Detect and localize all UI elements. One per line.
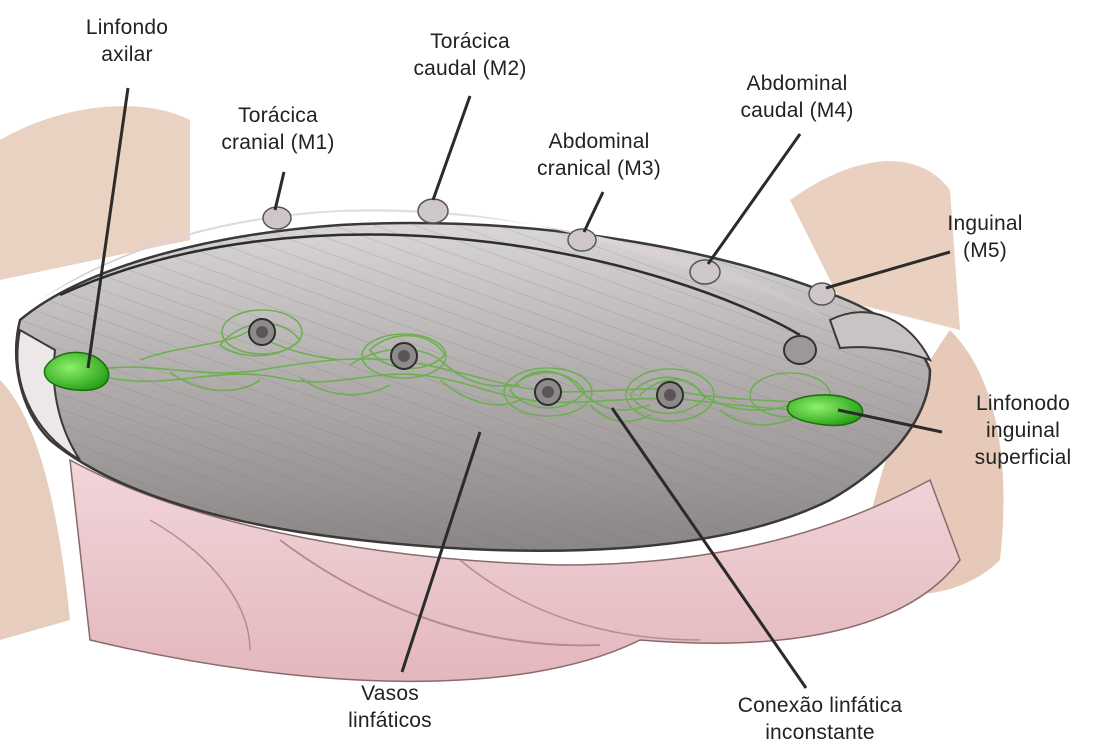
label-m4-line-1: Abdominal bbox=[712, 70, 882, 97]
label-lymph-vessels-line-1: Vasos bbox=[320, 680, 460, 707]
label-m3: Abdominal cranical (M3) bbox=[514, 128, 684, 182]
label-m4: Abdominal caudal (M4) bbox=[712, 70, 882, 124]
teat-m1 bbox=[263, 207, 291, 229]
label-axillary-line-2: axilar bbox=[62, 41, 192, 68]
label-m5-line-2: (M5) bbox=[930, 237, 1040, 264]
label-m5-line-1: Inguinal bbox=[930, 210, 1040, 237]
label-axillary-lymph-node: Linfondo axilar bbox=[62, 14, 192, 68]
label-m2-line-1: Torácica bbox=[390, 28, 550, 55]
label-m3-line-2: cranical (M3) bbox=[514, 155, 684, 182]
label-lymph-vessels-line-2: linfáticos bbox=[320, 707, 460, 734]
label-m2-line-2: caudal (M2) bbox=[390, 55, 550, 82]
label-superficial-inguinal-lymph-node: Linfonodo inguinal superficial bbox=[948, 390, 1098, 471]
teat-m4 bbox=[690, 260, 720, 284]
label-inconstant-connection-line-1: Conexão linfática bbox=[690, 692, 950, 719]
label-m1-line-2: cranial (M1) bbox=[198, 129, 358, 156]
label-axillary-line-1: Linfondo bbox=[62, 14, 192, 41]
teat-m2 bbox=[418, 199, 448, 223]
teat-underside bbox=[784, 336, 816, 364]
label-inconstant-connection: Conexão linfática inconstante bbox=[690, 692, 950, 746]
label-superficial-inguinal-line-2: inguinal bbox=[948, 417, 1098, 444]
label-superficial-inguinal-line-1: Linfonodo bbox=[948, 390, 1098, 417]
label-m1: Torácica cranial (M1) bbox=[198, 102, 358, 156]
label-m5: Inguinal (M5) bbox=[930, 210, 1040, 264]
label-m4-line-2: caudal (M4) bbox=[712, 97, 882, 124]
label-m1-line-1: Torácica bbox=[198, 102, 358, 129]
label-lymph-vessels: Vasos linfáticos bbox=[320, 680, 460, 734]
label-m2: Torácica caudal (M2) bbox=[390, 28, 550, 82]
teat-m3 bbox=[568, 229, 596, 251]
label-inconstant-connection-line-2: inconstante bbox=[690, 719, 950, 746]
label-m3-line-1: Abdominal bbox=[514, 128, 684, 155]
label-superficial-inguinal-line-3: superficial bbox=[948, 444, 1098, 471]
